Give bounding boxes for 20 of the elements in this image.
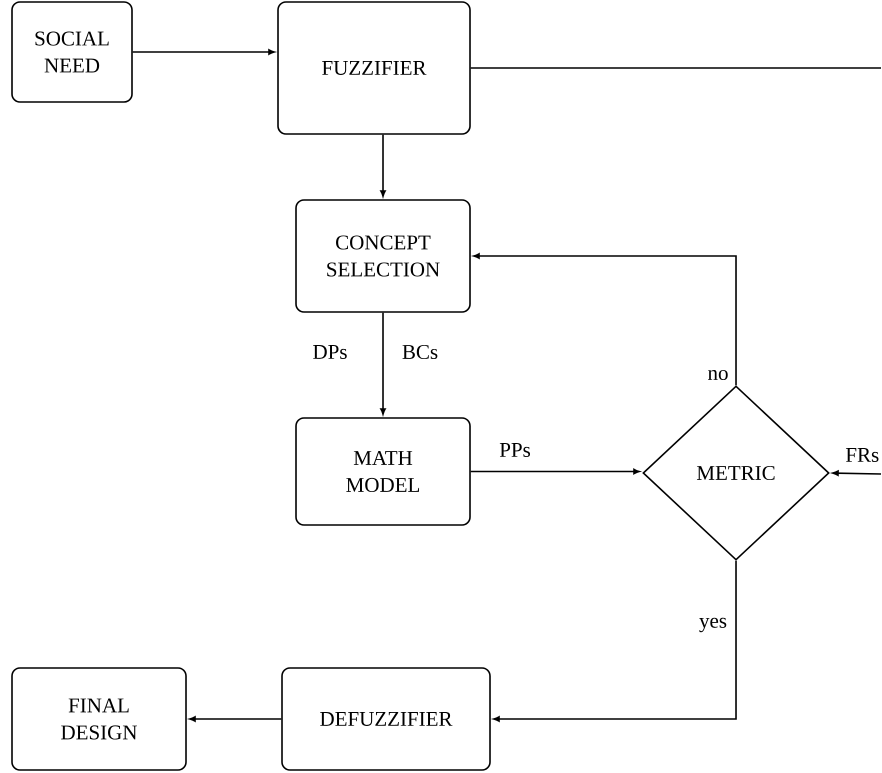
edge-label: PPs [498,442,532,458]
edge-label: FRs [844,447,880,463]
process-box: CONCEPT SELECTION [295,199,471,313]
arrow [189,716,282,722]
process-box: SOCIAL NEED [11,1,133,103]
arrow [132,49,275,55]
arrow [473,253,737,386]
arrow [493,560,737,722]
process-box: DEFUZZIFIER [281,667,491,771]
process-box: FINAL DESIGN [11,667,187,771]
edge-label: DPs [312,344,349,360]
arrow [832,470,882,476]
arrow [380,134,386,197]
process-box: FUZZIFIER [277,1,471,135]
arrow [380,312,386,415]
edge-label: yes [698,616,728,634]
signal-label: BCs [400,344,440,360]
process-box: MATH MODEL [295,417,471,526]
edge-label: no [706,368,730,382]
arrow [470,468,640,474]
